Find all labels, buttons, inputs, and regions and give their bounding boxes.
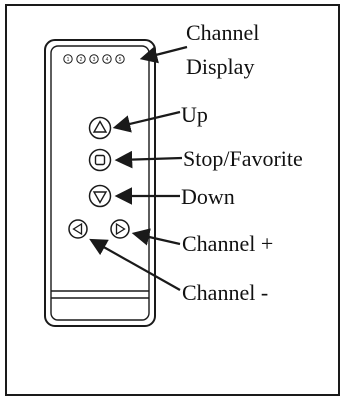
channel-led-number: 3: [93, 57, 96, 63]
channel-display-label-line1: Channel: [186, 20, 259, 45]
triangle-left-icon: [72, 222, 83, 236]
channel-display-arrow: [139, 45, 188, 64]
channel-minus-button[interactable]: [68, 219, 88, 239]
channel-minus-label: Channel -: [182, 280, 268, 305]
channel-led-number: 2: [80, 57, 83, 63]
up-button[interactable]: [88, 116, 112, 140]
remote-body: [44, 39, 156, 327]
channel-led-number: 5: [119, 57, 122, 63]
diagram-frame: [5, 4, 340, 396]
channel-led: 5: [115, 54, 125, 64]
channel-plus-button[interactable]: [110, 219, 130, 239]
channel-plus-arrow: [131, 228, 181, 246]
triangle-down-icon: [92, 191, 108, 204]
up-label: Up: [181, 102, 208, 127]
stop-favorite-button[interactable]: [88, 148, 112, 172]
channel-led: 1: [63, 54, 73, 64]
channel-led: 4: [102, 54, 112, 64]
channel-plus-label: Channel +: [182, 231, 273, 256]
channel-led-number: 1: [67, 57, 70, 63]
square-icon: [94, 154, 106, 166]
stop-favorite-label: Stop/Favorite: [183, 146, 303, 171]
channel-led-number: 4: [106, 57, 109, 63]
channel-led: 2: [76, 54, 86, 64]
channel-led: 3: [89, 54, 99, 64]
channel-display: 1 2 3 4 5: [63, 54, 125, 64]
triangle-up-icon: [92, 120, 108, 133]
channel-minus-arrow: [89, 238, 181, 291]
down-label: Down: [181, 184, 235, 209]
channel-display-label-line2: Display: [186, 54, 254, 79]
stop-favorite-arrow: [114, 150, 183, 169]
triangle-right-icon: [115, 222, 126, 236]
down-button[interactable]: [88, 184, 112, 208]
up-arrow: [112, 110, 181, 133]
